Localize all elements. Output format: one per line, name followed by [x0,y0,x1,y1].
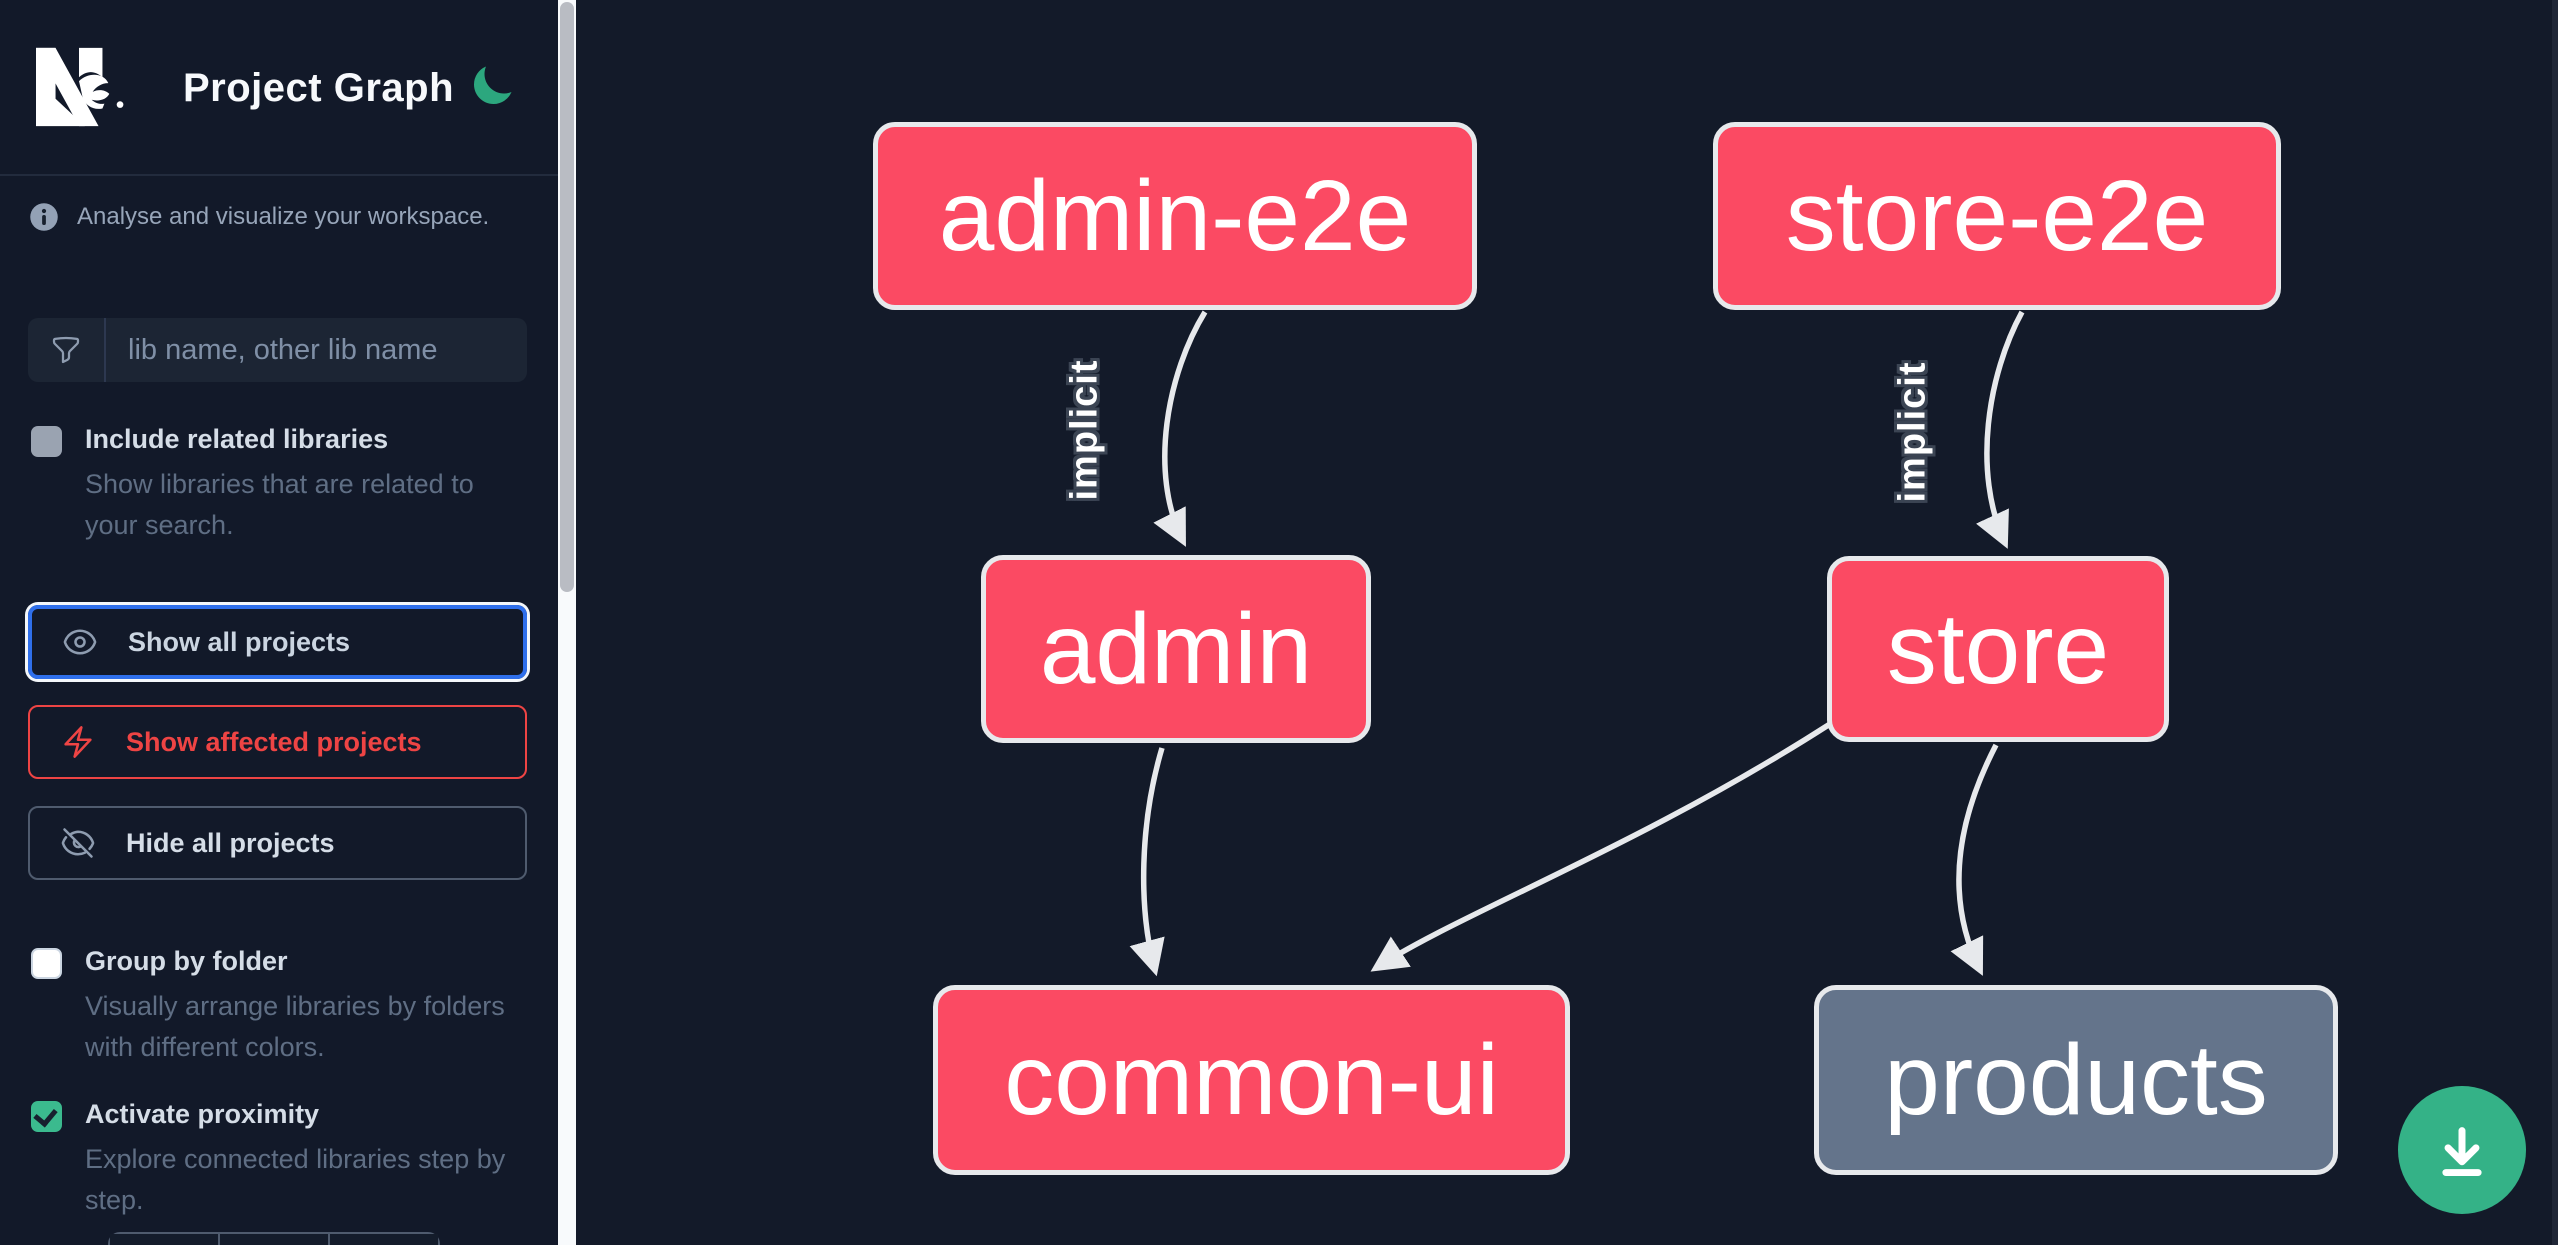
right-scrollbar-gutter [2552,0,2558,1245]
eye-slash-icon [61,828,95,858]
toggle-activate-proximity: Activate proximity Explore connected lib… [29,1099,529,1239]
stepper-increment-segment[interactable] [330,1234,438,1245]
project-node-products[interactable]: products [1814,985,2338,1175]
eye-icon [63,629,97,655]
filter-search-box [28,318,527,382]
checkmark-icon [33,1102,58,1128]
project-node-admin-e2e[interactable]: admin-e2e [873,122,1477,310]
dark-mode-toggle-moon-icon[interactable] [468,62,516,110]
workspace-tagline: Analyse and visualize your workspace. [77,203,490,230]
stepper-value-segment [220,1234,330,1245]
funnel-filter-icon [52,336,80,364]
hide-all-projects-button[interactable]: Hide all projects [28,806,527,880]
filter-icon-cell [28,318,106,382]
project-node-admin[interactable]: admin [981,555,1371,743]
download-icon [2442,1127,2482,1177]
sidebar-scrollbar[interactable] [558,0,576,1245]
page-title: Project Graph [183,66,455,110]
sidebar-header: Project Graph [0,0,558,176]
workspace-tagline-row: Analyse and visualize your workspace. [29,200,529,234]
activate-proximity-checkbox[interactable] [31,1101,62,1132]
toggle-label[interactable]: Group by folder [85,946,288,976]
show-all-projects-label: Show all projects [128,626,351,657]
lib-filter-input[interactable] [106,318,527,382]
show-affected-projects-label: Show affected projects [126,726,422,757]
toggle-group-by-folder: Group by folder Visually arrange librari… [29,946,529,1086]
toggle-description: Explore connected libraries step by step… [85,1144,506,1215]
download-graph-button[interactable] [2398,1086,2526,1214]
show-all-projects-button[interactable]: Show all projects [28,605,527,679]
sidebar: Project Graph Analyse and visualize your… [0,0,558,1245]
toggle-include-related: Include related libraries Show libraries… [29,424,529,564]
toggle-description: Visually arrange libraries by folders wi… [85,991,505,1062]
nx-logo [36,47,124,127]
project-node-common-ui[interactable]: common-ui [933,985,1570,1175]
edge-label-implicit: implicit [1891,361,1934,503]
sidebar-scrollbar-thumb[interactable] [560,2,574,592]
bolt-icon [64,726,92,758]
toggle-label[interactable]: Include related libraries [85,424,389,454]
show-affected-projects-button[interactable]: Show affected projects [28,705,527,779]
info-icon [30,203,58,231]
hide-all-projects-label: Hide all projects [126,827,335,858]
proximity-stepper-partial[interactable] [108,1232,440,1245]
stepper-decrement-segment[interactable] [110,1234,220,1245]
include-related-checkbox[interactable] [31,426,62,457]
toggle-description: Show libraries that are related to your … [85,469,474,540]
toggle-label[interactable]: Activate proximity [85,1099,320,1129]
edge-label-implicit: implicit [1063,359,1106,501]
project-node-store[interactable]: store [1827,556,2169,742]
project-node-store-e2e[interactable]: store-e2e [1713,122,2281,310]
group-by-folder-checkbox[interactable] [31,948,62,979]
